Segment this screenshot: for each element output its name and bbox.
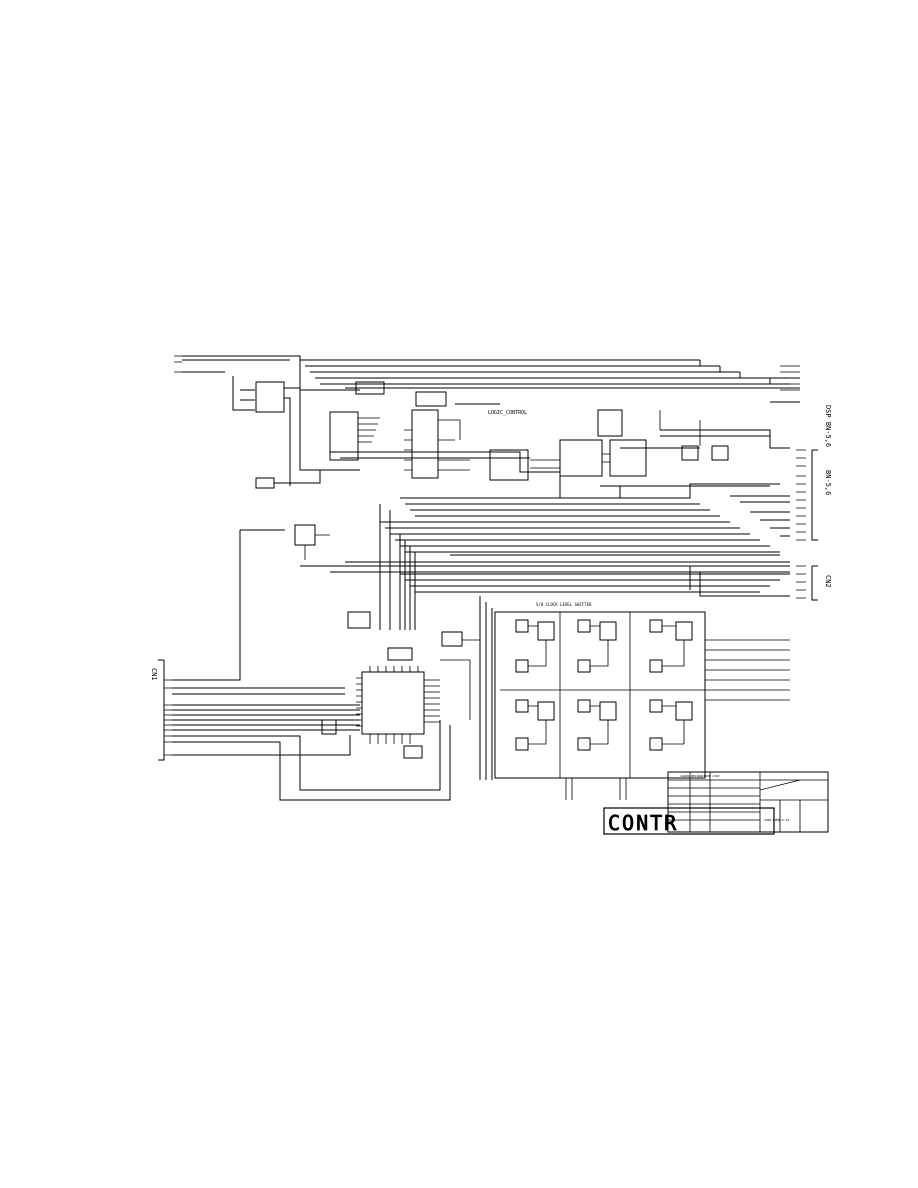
ic-blocks-top: LOGIC_CONTROL <box>329 381 729 481</box>
main-ic <box>294 524 481 759</box>
title-block: JAPAN DESIGNATION LIST CONTR J006-DPMB/2… <box>603 771 829 835</box>
mid-bus-wires <box>300 429 790 630</box>
top-bus-wires <box>182 355 800 405</box>
confidential-stamp: CONTR <box>608 811 678 835</box>
connector-label-bn: BN-5,6 <box>824 470 832 495</box>
designation-table-header: JAPAN DESIGNATION LIST <box>680 774 720 778</box>
logic-control-label: LOGIC_CONTROL <box>488 410 527 416</box>
connector-label-cn1: CN1 <box>150 668 158 681</box>
connector-brackets <box>158 449 818 761</box>
clock-shifter: S/H CLOCK LEVEL SHIFTER <box>479 596 790 800</box>
left-block <box>172 376 451 801</box>
drawing-number: J006-DPMB/2-03 <box>764 818 789 822</box>
connector-label-dsp: DSP BN-5,6 <box>824 405 832 447</box>
connector-label-cn2: CN2 <box>824 575 832 588</box>
clock-shifter-label: S/H CLOCK LEVEL SHIFTER <box>536 602 592 607</box>
terminals-left <box>164 355 182 756</box>
terminals-right <box>780 365 806 599</box>
